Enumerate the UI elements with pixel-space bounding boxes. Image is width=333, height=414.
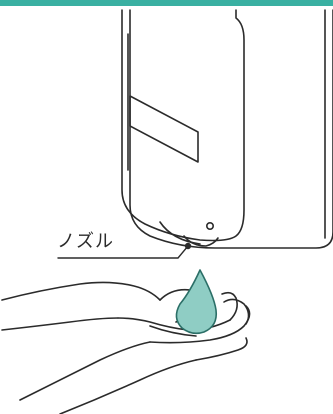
right-palm bbox=[149, 305, 251, 344]
right-fingers bbox=[221, 291, 238, 321]
callout-leader bbox=[57, 245, 189, 259]
soap-droplet bbox=[175, 269, 218, 335]
right-thumb bbox=[195, 337, 248, 361]
dispenser-cover bbox=[121, 9, 245, 242]
dispenser-nozzle bbox=[183, 235, 219, 247]
right-arm-upper bbox=[19, 341, 151, 401]
left-arm bbox=[1, 281, 161, 301]
dispenser-bottom-curve bbox=[159, 221, 201, 245]
callout-dot bbox=[184, 242, 192, 250]
accent-bar bbox=[0, 0, 333, 6]
finger-tips bbox=[223, 298, 250, 325]
palm-cup bbox=[149, 325, 197, 337]
left-arm-lower bbox=[1, 317, 119, 331]
dispenser-window bbox=[129, 95, 199, 163]
right-arm bbox=[59, 359, 197, 414]
nozzle-label: ノズル bbox=[57, 231, 114, 252]
dispenser-body bbox=[129, 9, 333, 249]
sensor-dot bbox=[206, 222, 215, 231]
